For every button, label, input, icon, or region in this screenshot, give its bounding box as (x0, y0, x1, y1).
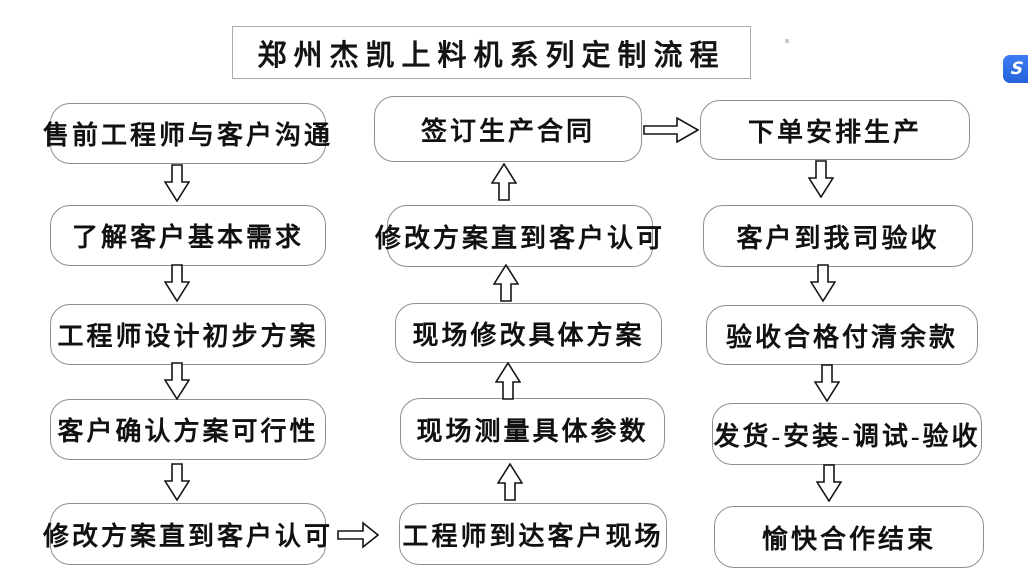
flow-step-presales-communication: 售前工程师与客户沟通 (43, 103, 330, 164)
flow-step-order-production: 下单安排生产 (700, 100, 970, 160)
flow-step-understand-needs: 了解客户基本需求 (50, 205, 326, 266)
flow-step-pay-balance: 验收合格付清余款 (706, 305, 978, 365)
flow-step-revise-until-approved-1: 修改方案直到客户认可 (43, 503, 330, 565)
flow-step-engineer-arrives: 工程师到达客户现场 (399, 503, 667, 565)
up-arrow-icon (491, 163, 517, 201)
flow-step-onsite-measure: 现场测量具体参数 (400, 398, 665, 460)
floating-side-widget-button[interactable]: S (1003, 55, 1028, 83)
flow-step-sign-contract: 签订生产合同 (374, 96, 642, 162)
flow-step-onsite-revise-plan: 现场修改具体方案 (395, 303, 662, 363)
down-arrow-icon (164, 463, 190, 501)
flow-step-initial-design: 工程师设计初步方案 (50, 304, 326, 365)
down-arrow-icon (816, 464, 842, 502)
down-arrow-icon (164, 362, 190, 400)
down-arrow-icon (164, 164, 190, 202)
down-arrow-icon (164, 264, 190, 302)
diagram-title: 郑州杰凯上料机系列定制流程 (232, 26, 751, 79)
up-arrow-icon (497, 463, 523, 501)
flow-step-customer-acceptance: 客户到我司验收 (703, 205, 973, 267)
down-arrow-icon (808, 160, 834, 198)
up-arrow-icon (493, 264, 519, 302)
flow-step-cooperation-end: 愉快合作结束 (714, 506, 984, 568)
up-arrow-icon (495, 362, 521, 400)
right-arrow-icon (337, 521, 379, 549)
s-logo-icon: S (1009, 59, 1025, 79)
flow-step-confirm-feasibility: 客户确认方案可行性 (50, 399, 326, 460)
down-arrow-icon (810, 264, 836, 302)
right-arrow-icon (643, 117, 699, 143)
down-arrow-icon (814, 364, 840, 402)
flow-step-ship-install-debug: 发货-安装-调试-验收 (712, 403, 982, 465)
stray-dot (785, 39, 789, 43)
flow-step-revise-until-approved-2: 修改方案直到客户认可 (375, 205, 662, 267)
